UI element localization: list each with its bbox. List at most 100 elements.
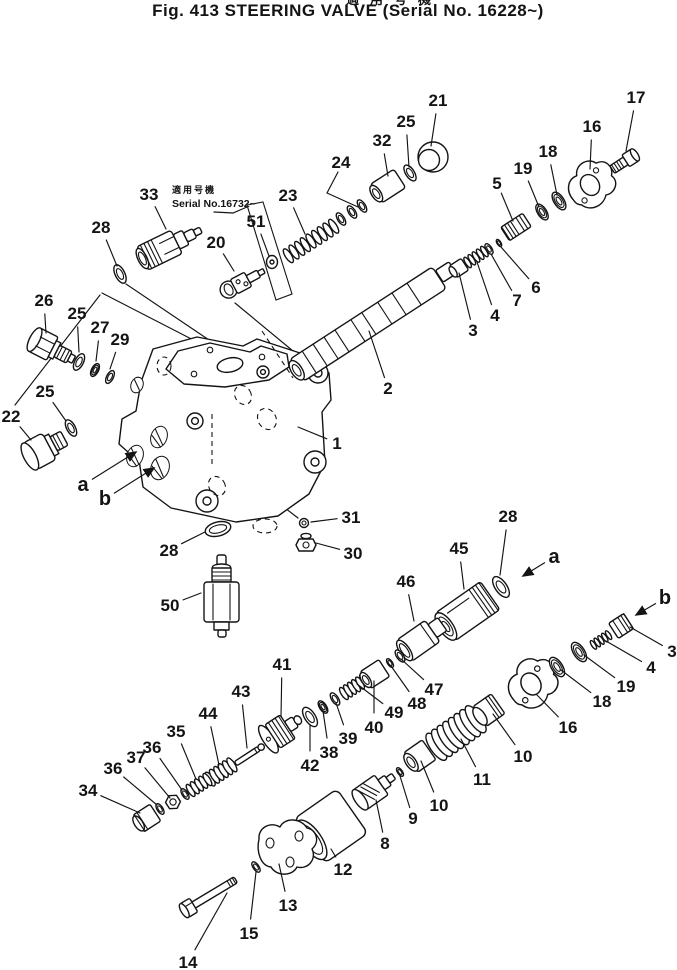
callout-b: b [99,488,111,510]
part-relief-valve-33 [135,226,203,270]
callout-a: a [548,546,560,568]
part-nut-37 [164,794,182,810]
part-screw-41 [257,714,303,754]
part-relief-valve-50 [203,554,240,638]
leader-15 [250,871,257,920]
leader-36 [159,757,183,791]
part-seal-18 [548,656,566,678]
part-oring-6 [495,238,503,248]
part-nut-30 [295,532,317,552]
leader-21 [430,113,437,147]
part-spring-23 [282,218,340,264]
callout-28: 28 [92,218,111,237]
leader-28 [180,531,206,545]
leader-49 [356,683,384,705]
cropped-header-text: 適用号機 [346,0,442,8]
part-seal-19 [535,203,549,221]
callout-7: 7 [512,291,521,310]
part-ring-38 [317,700,329,714]
part-valve-body-1 [118,330,332,534]
leader-47 [400,658,425,681]
part-ring-24 [335,212,347,226]
part-bolt-17 [609,148,641,174]
leader-31 [310,518,338,523]
callout-30: 30 [344,544,363,563]
part-plug-34 [132,804,161,832]
part-bushing-40 [359,659,390,689]
leader-30 [315,542,341,550]
part-valve-8 [351,773,396,811]
part-seal-19 [570,641,588,663]
port-top-threaded [130,376,144,394]
part-ring-24 [356,199,368,213]
part-oring-28 [113,264,127,284]
leader-9 [399,775,411,809]
callout-3: 3 [468,321,477,340]
callout-39: 39 [339,729,358,748]
figure-title: Fig. 413 STEERING VALVE (Serial No. 1622… [152,1,544,20]
leader-1 [297,426,328,440]
port-a-threaded [150,425,168,449]
part-plug-22 [20,431,69,471]
leader-51 [260,233,270,257]
leader-3 [458,272,471,320]
part-pilot-valve-20 [219,268,266,299]
callout-11: 11 [473,770,491,789]
leader-13 [278,863,286,892]
leader-6 [500,246,530,280]
part-ring-31 [298,517,310,529]
leader-39 [335,702,345,726]
callout-10: 10 [430,796,449,815]
callout-4: 4 [490,306,500,325]
callout-22: 22 [2,407,21,426]
part-spring-11 [425,704,487,762]
leader-45 [460,561,465,590]
leader-4 [605,640,643,663]
callout-47: 47 [425,680,444,699]
static-artwork [14,141,641,919]
leader-41 [280,677,283,718]
callout-29: 29 [111,330,130,349]
callout-19: 19 [617,677,636,696]
callout-10: 10 [514,747,533,766]
callout-28: 28 [160,541,179,560]
callout-26: 26 [35,291,54,310]
leader-43 [241,704,248,749]
callout-16: 16 [583,117,602,136]
leader-19 [527,180,540,208]
part-needle-43 [234,743,266,766]
callout-12: 12 [334,860,353,879]
part-oring-48 [385,657,395,669]
leader-18 [550,164,558,196]
part-plug-3 [608,613,634,639]
leader-17 [625,110,635,152]
callout-31: 31 [342,508,361,527]
part-flange-16-top [558,150,626,217]
leader-32 [383,153,389,177]
part-oring-28 [204,520,232,538]
part-ring-29 [104,369,116,385]
part-ring-24 [346,205,358,219]
callout-27: 27 [91,318,110,337]
callout-14: 14 [179,953,198,970]
callout-19: 19 [514,159,533,178]
leader-50 [182,592,202,601]
callout-20: 20 [207,233,226,252]
leader-4 [476,261,493,306]
leader-8 [375,799,384,833]
callout-38: 38 [320,743,339,762]
leader-34 [100,795,141,814]
leader-46 [408,594,415,622]
callout-25: 25 [36,382,55,401]
leader-48 [390,665,410,693]
callout-b: b [659,587,671,609]
callout-3: 3 [667,642,676,661]
leader-28 [499,529,507,576]
part-ring-39 [329,692,341,706]
part-oring-25 [72,353,86,371]
callout-4: 4 [646,658,656,677]
leader-10 [420,760,435,793]
callout-36: 36 [104,759,123,778]
leader-25 [406,134,410,168]
